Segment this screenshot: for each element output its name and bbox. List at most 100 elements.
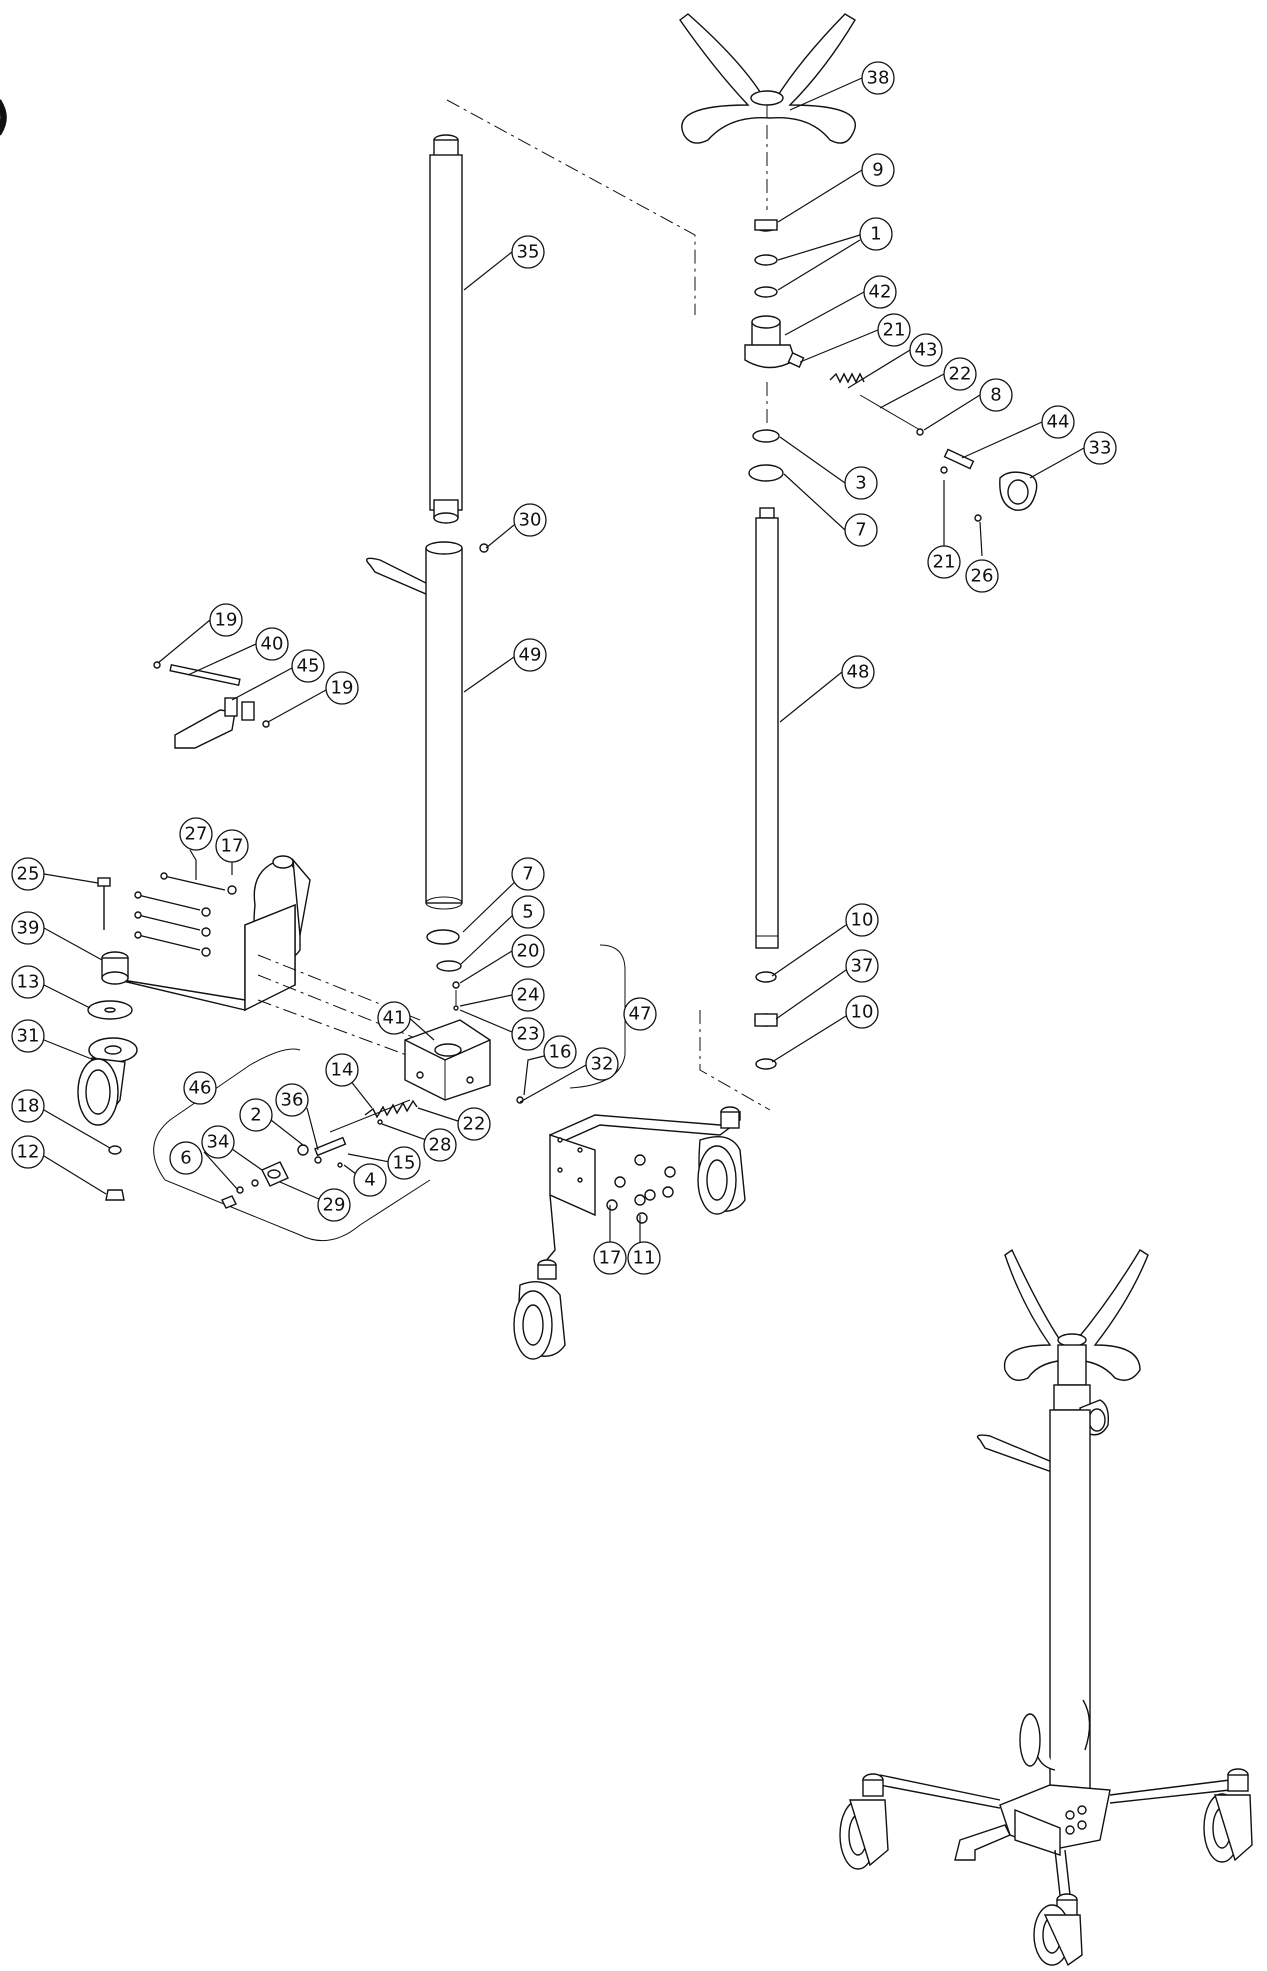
callout-16: 16 bbox=[543, 1035, 577, 1069]
svg-text:49: 49 bbox=[519, 645, 542, 666]
callout-36: 36 bbox=[275, 1083, 309, 1117]
svg-text:37: 37 bbox=[851, 956, 874, 977]
right-leg-assembly bbox=[513, 1106, 746, 1360]
upper-tube-part bbox=[429, 134, 463, 524]
svg-text:17: 17 bbox=[599, 1248, 622, 1269]
callout-9: 9 bbox=[861, 153, 895, 187]
svg-text:4: 4 bbox=[364, 1170, 375, 1191]
callout-44: 44 bbox=[1041, 405, 1075, 439]
svg-text:41: 41 bbox=[383, 1008, 406, 1029]
svg-text:45: 45 bbox=[297, 656, 320, 677]
svg-text:24: 24 bbox=[517, 985, 540, 1006]
callout-27: 27 bbox=[179, 817, 213, 851]
svg-text:22: 22 bbox=[463, 1114, 486, 1135]
callout-6: 6 bbox=[169, 1141, 203, 1175]
svg-text:3: 3 bbox=[855, 473, 866, 494]
callout-24: 24 bbox=[511, 978, 545, 1012]
svg-text:6: 6 bbox=[180, 1148, 191, 1169]
svg-text:2: 2 bbox=[250, 1105, 261, 1126]
callouts: 38 9 1 42 21 43 22 8 44 33 3 7 21 26 35 … bbox=[11, 61, 1117, 1275]
svg-text:44: 44 bbox=[1047, 412, 1070, 433]
group-46-outline bbox=[153, 1048, 431, 1242]
callout-8: 8 bbox=[979, 378, 1013, 412]
callout-7-tube: 7 bbox=[511, 857, 545, 891]
pedal-part bbox=[153, 661, 270, 749]
svg-text:23: 23 bbox=[517, 1024, 540, 1045]
svg-text:33: 33 bbox=[1089, 438, 1112, 459]
svg-text:21: 21 bbox=[933, 552, 956, 573]
lower-ring-parts bbox=[754, 971, 778, 1070]
callout-41: 41 bbox=[377, 1001, 411, 1035]
callout-37: 37 bbox=[845, 949, 879, 983]
callout-26: 26 bbox=[965, 559, 999, 593]
callout-3: 3 bbox=[844, 466, 878, 500]
svg-text:14: 14 bbox=[331, 1060, 354, 1081]
callout-20: 20 bbox=[511, 934, 545, 968]
svg-text:7: 7 bbox=[855, 520, 866, 541]
callout-43: 43 bbox=[909, 333, 943, 367]
callout-23: 23 bbox=[511, 1017, 545, 1051]
screw-part bbox=[479, 543, 489, 553]
svg-text:25: 25 bbox=[17, 864, 40, 885]
callout-4: 4 bbox=[353, 1163, 387, 1197]
callout-12: 12 bbox=[11, 1135, 45, 1169]
svg-text:35: 35 bbox=[517, 242, 540, 263]
callout-45: 45 bbox=[291, 649, 325, 683]
construction-line-lower bbox=[699, 1010, 771, 1111]
callout-7: 7 bbox=[844, 513, 878, 547]
svg-text:19: 19 bbox=[331, 678, 354, 699]
callout-10-lower: 10 bbox=[845, 995, 879, 1029]
callout-25: 25 bbox=[11, 857, 45, 891]
svg-text:12: 12 bbox=[17, 1142, 40, 1163]
svg-text:48: 48 bbox=[847, 662, 870, 683]
callout-48: 48 bbox=[841, 655, 875, 689]
callout-33: 33 bbox=[1083, 431, 1117, 465]
svg-text:1: 1 bbox=[870, 224, 881, 245]
svg-text:5: 5 bbox=[522, 902, 533, 923]
callout-14: 14 bbox=[325, 1053, 359, 1087]
callout-18: 18 bbox=[11, 1089, 45, 1123]
callout-42: 42 bbox=[863, 275, 897, 309]
callout-39: 39 bbox=[11, 911, 45, 945]
svg-text:39: 39 bbox=[17, 918, 40, 939]
callout-22-lower: 22 bbox=[457, 1107, 491, 1141]
callout-17-right: 17 bbox=[593, 1241, 627, 1275]
svg-text:10: 10 bbox=[851, 910, 874, 931]
svg-text:15: 15 bbox=[393, 1153, 416, 1174]
svg-text:22: 22 bbox=[949, 364, 972, 385]
callout-10: 10 bbox=[845, 903, 879, 937]
callout-19: 19 bbox=[209, 603, 243, 637]
svg-text:21: 21 bbox=[883, 320, 906, 341]
svg-text:20: 20 bbox=[517, 941, 540, 962]
svg-text:42: 42 bbox=[869, 282, 892, 303]
callout-40: 40 bbox=[255, 627, 289, 661]
svg-text:47: 47 bbox=[629, 1004, 652, 1025]
callout-22: 22 bbox=[943, 357, 977, 391]
svg-text:43: 43 bbox=[915, 340, 938, 361]
outer-tube-part bbox=[366, 541, 463, 910]
callout-31: 31 bbox=[11, 1019, 45, 1053]
svg-text:27: 27 bbox=[185, 824, 208, 845]
figure-partial-label: ) bbox=[0, 94, 10, 140]
callout-15: 15 bbox=[387, 1146, 421, 1180]
svg-text:30: 30 bbox=[519, 510, 542, 531]
callout-46: 46 bbox=[183, 1071, 217, 1105]
svg-text:10: 10 bbox=[851, 1002, 874, 1023]
callout-17: 17 bbox=[215, 829, 249, 863]
tube-ring-parts bbox=[426, 929, 462, 1011]
callout-21-lower: 21 bbox=[927, 545, 961, 579]
callout-32: 32 bbox=[585, 1047, 619, 1081]
callout-5: 5 bbox=[511, 895, 545, 929]
assembled-view bbox=[839, 1248, 1253, 1967]
callout-1: 1 bbox=[859, 217, 893, 251]
callout-2: 2 bbox=[239, 1098, 273, 1132]
svg-text:8: 8 bbox=[990, 385, 1001, 406]
left-leg-assembly bbox=[77, 855, 311, 1201]
callout-29: 29 bbox=[317, 1188, 351, 1222]
svg-text:13: 13 bbox=[17, 972, 40, 993]
callout-38: 38 bbox=[861, 61, 895, 95]
svg-text:34: 34 bbox=[207, 1132, 230, 1153]
callout-49: 49 bbox=[513, 638, 547, 672]
svg-text:19: 19 bbox=[215, 610, 238, 631]
